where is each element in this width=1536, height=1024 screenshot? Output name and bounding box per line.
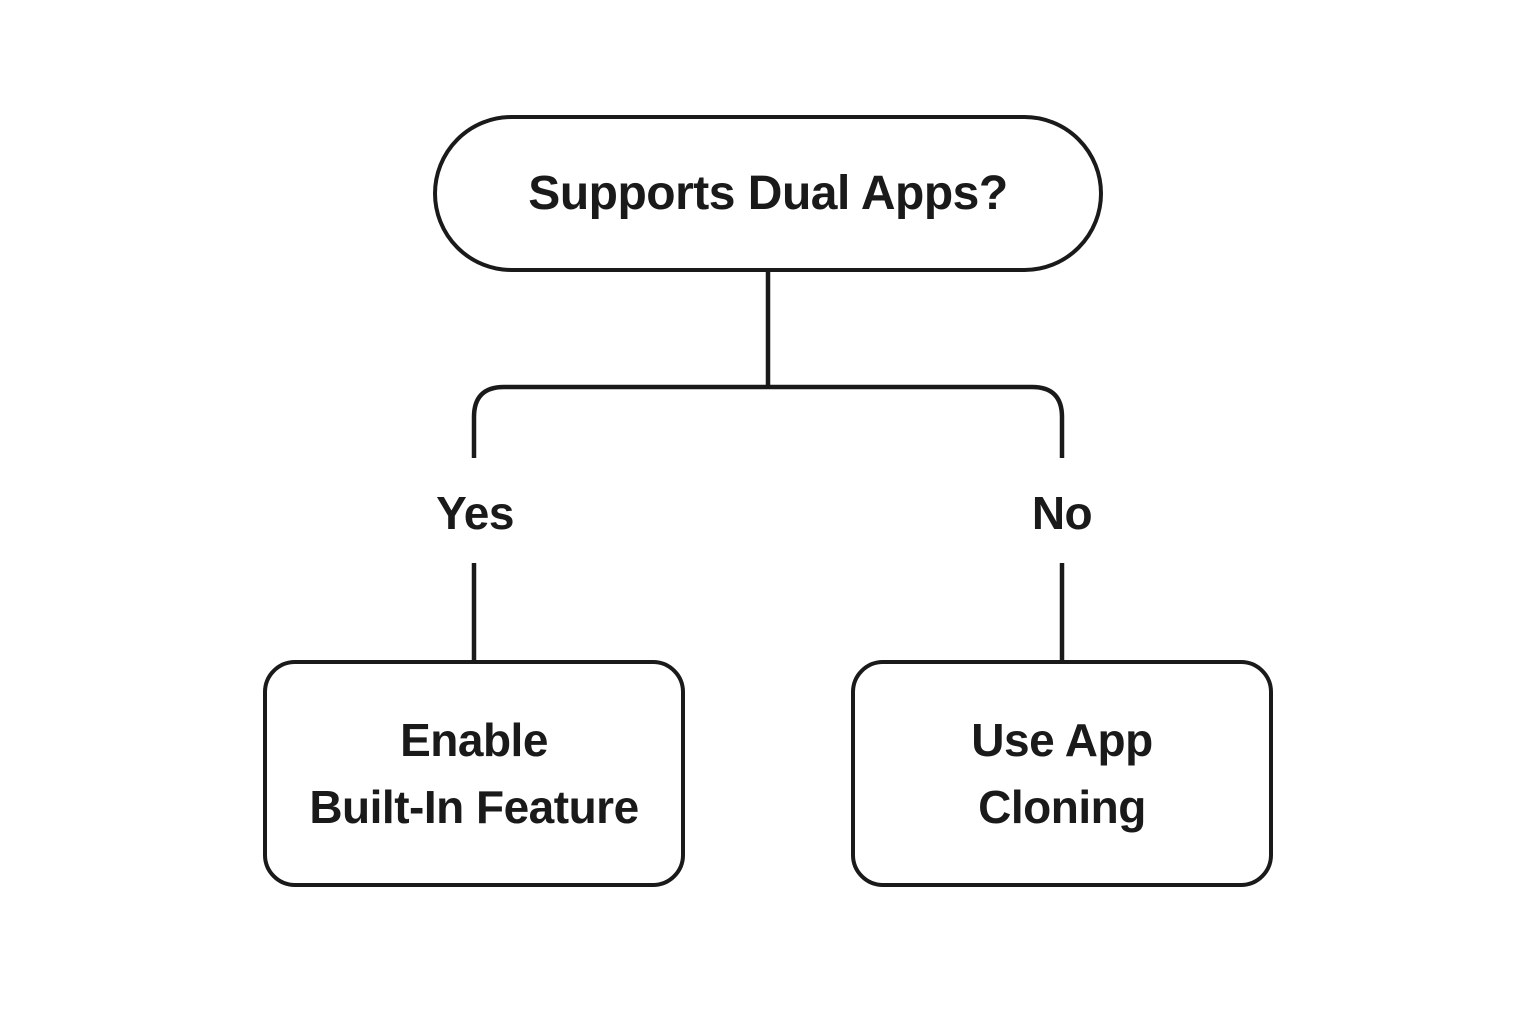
decision-node-label: Supports Dual Apps? [528,167,1008,220]
branch-line [471,384,1065,458]
no-edge-label: No [1031,487,1093,539]
outcome-node-no-label-line2: Cloning [978,780,1146,833]
yes-edge-label: Yes [436,487,514,539]
decision-node: Supports Dual Apps? [433,115,1103,272]
outcome-node-yes-label-line1: Enable [400,713,548,766]
outcome-node-yes-label-line2: Built-In Feature [309,780,639,833]
outcome-node-no-label-line1: Use App [971,713,1153,766]
outcome-node-no: Use App Cloning [851,660,1273,887]
outcome-node-yes: Enable Built-In Feature [263,660,685,887]
